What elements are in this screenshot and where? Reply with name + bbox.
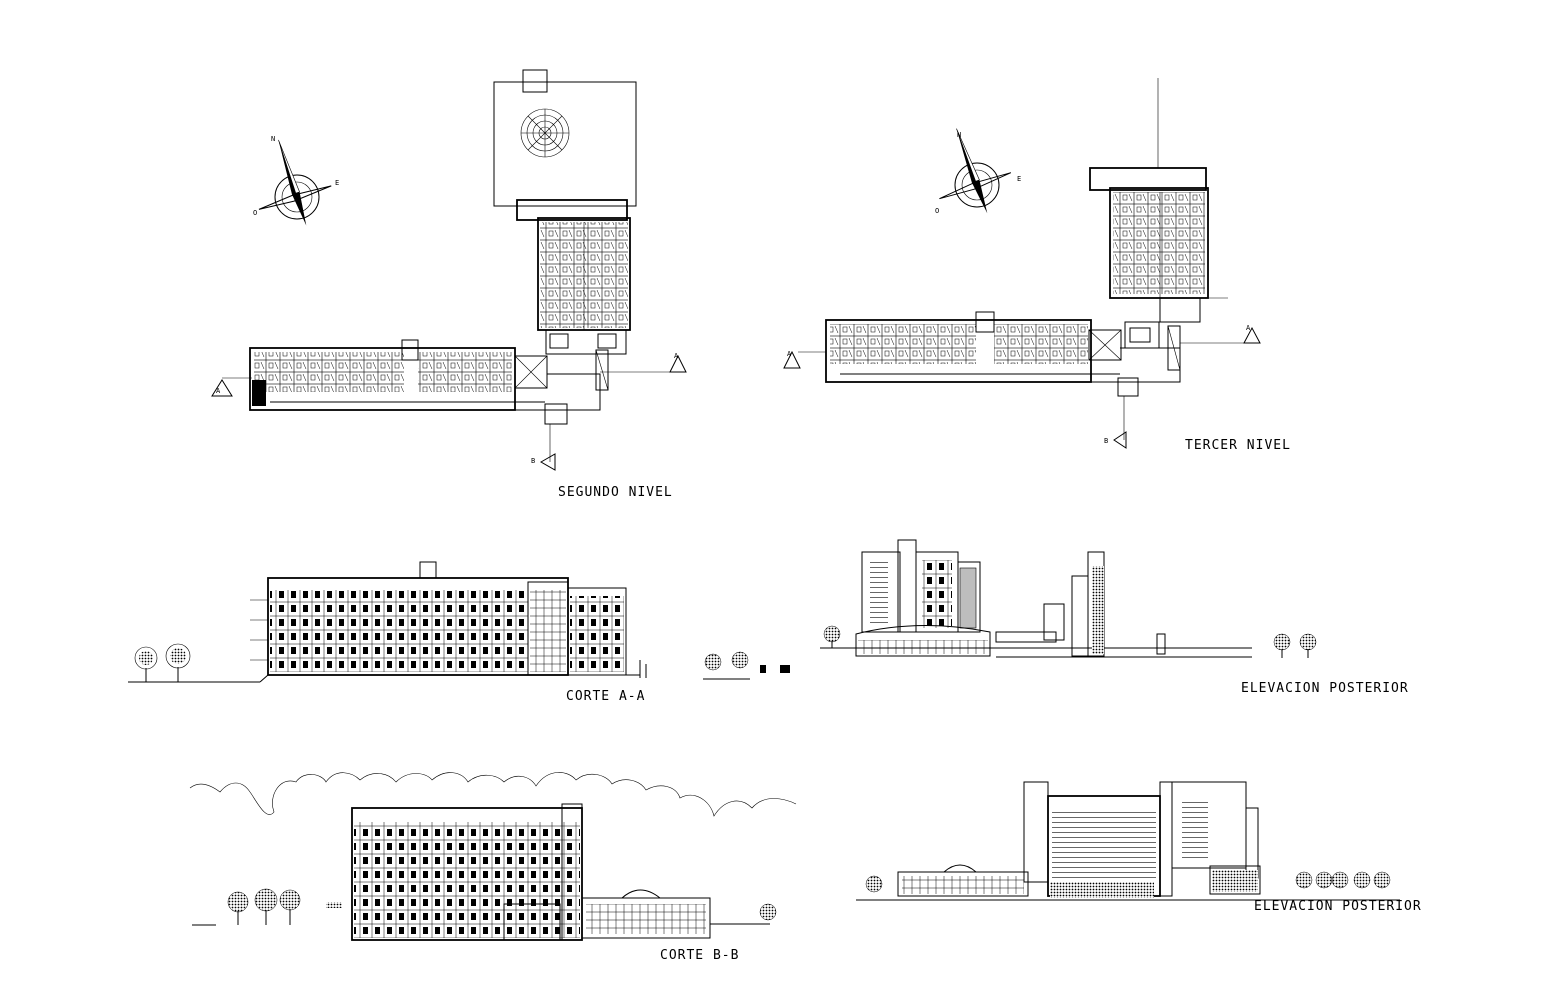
section-mark-b: B bbox=[1104, 437, 1108, 445]
section-bb: CORTE B-B bbox=[189, 772, 797, 963]
tree-icon bbox=[823, 625, 1317, 658]
drawing-title: CORTE B-B bbox=[660, 948, 739, 963]
drawing-title: ELEVACION POSTERIOR bbox=[1254, 899, 1422, 914]
tree-icon bbox=[865, 871, 1391, 893]
compass-west: O bbox=[935, 207, 939, 215]
plan-third-level: N E O A A B TERCER NIVEL bbox=[783, 78, 1291, 453]
section-aa: CORTE A-A bbox=[128, 561, 790, 704]
section-mark-a-left: A bbox=[787, 350, 792, 358]
compass-north: N bbox=[957, 131, 961, 139]
drawing-title: ELEVACION POSTERIOR bbox=[1241, 681, 1409, 696]
section-mark-b: B bbox=[531, 457, 535, 465]
section-mark-a-right: A bbox=[674, 352, 679, 360]
elevation-rear-1: ELEVACION POSTERIOR bbox=[820, 539, 1409, 696]
drawing-title: TERCER NIVEL bbox=[1185, 438, 1291, 453]
drawing-title: SEGUNDO NIVEL bbox=[558, 485, 673, 500]
section-mark-a-right: A bbox=[1246, 324, 1251, 332]
north-arrow-icon: N E O bbox=[935, 128, 1021, 215]
compass-north: N bbox=[271, 135, 275, 143]
compass-east: E bbox=[1017, 175, 1021, 183]
tree-icon bbox=[227, 888, 777, 925]
compass-east: E bbox=[335, 179, 339, 187]
compass-west: O bbox=[253, 209, 257, 217]
north-arrow-icon: N E O bbox=[253, 135, 339, 226]
plan-second-level: N E O bbox=[211, 69, 687, 500]
section-mark-a-left: A bbox=[216, 387, 221, 395]
elevation-rear-2: ELEVACION POSTERIOR bbox=[856, 781, 1422, 914]
tree-icon bbox=[134, 643, 790, 682]
drawing-title: CORTE A-A bbox=[566, 689, 645, 704]
